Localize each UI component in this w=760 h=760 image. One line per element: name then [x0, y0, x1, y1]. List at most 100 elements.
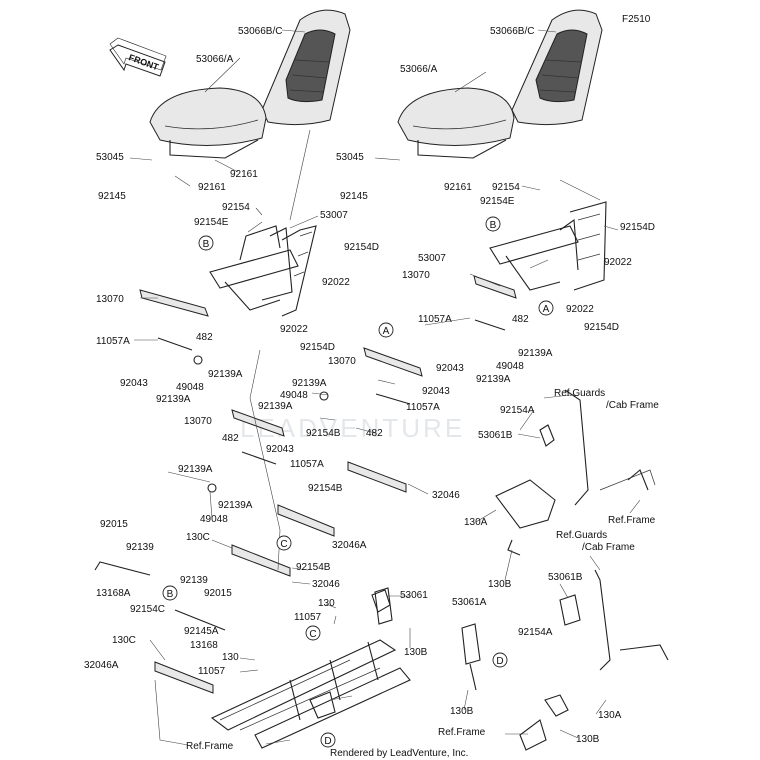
right-seat-back	[511, 9, 603, 126]
left-seat-back	[261, 9, 351, 126]
callout-c6: B	[162, 585, 178, 601]
part-label: 49048	[176, 382, 204, 393]
part-label: 130B	[450, 706, 474, 717]
part-label: 92161	[230, 169, 258, 180]
svg-text:B: B	[167, 589, 174, 600]
part-label: 130C	[112, 635, 136, 646]
part-label: 92139A	[156, 394, 191, 405]
callout-c4: A	[378, 322, 394, 338]
part-label: 11057A	[406, 402, 440, 413]
part-label: 53007	[418, 253, 446, 264]
left-seat-frame	[209, 225, 317, 317]
base-frame	[210, 589, 411, 749]
stay-bars	[94, 561, 226, 631]
right-slide-rail	[347, 275, 517, 493]
part-label: Ref.Frame	[438, 727, 486, 738]
part-label: 53007	[320, 210, 348, 221]
callout-c7: C	[305, 625, 321, 641]
part-label: 13070	[328, 356, 356, 367]
part-label: 53045	[336, 152, 364, 163]
part-label: 53061B	[548, 572, 583, 583]
part-label: 11057A	[418, 314, 452, 325]
part-label: 13070	[184, 416, 212, 427]
callout-c8: D	[492, 652, 508, 668]
part-label: 92043	[120, 378, 148, 389]
part-label: 92154D	[584, 322, 619, 333]
part-label: 92022	[604, 257, 632, 268]
callout-c1: B	[198, 235, 214, 251]
part-label: 92154B	[306, 428, 341, 439]
part-label: 92145	[98, 191, 126, 202]
callout-c9: D	[320, 732, 336, 748]
leader-lines	[129, 29, 641, 746]
left-lower-hardware	[157, 337, 277, 493]
buckle-53061	[374, 587, 393, 625]
part-label: 53061B	[478, 430, 513, 441]
part-label: 13168	[190, 640, 218, 651]
part-label: 130A	[598, 710, 622, 721]
right-seat-frame	[489, 201, 607, 291]
part-label: 11057	[198, 666, 226, 677]
part-label: 130	[222, 652, 239, 663]
left-seat-cushion	[149, 87, 267, 159]
callout-c2: B	[485, 216, 501, 232]
part-label: 32046A	[332, 540, 367, 551]
buckle-53061A	[461, 623, 481, 691]
part-label: 92154A	[518, 627, 553, 638]
part-label: 92154D	[300, 342, 335, 353]
part-label: 92139A	[476, 374, 511, 385]
part-label: 92022	[566, 304, 594, 315]
part-label: Ref.Guards	[554, 388, 605, 399]
part-label: 13168A	[96, 588, 131, 599]
part-label: 11057	[294, 612, 322, 623]
part-label: 53045	[96, 152, 124, 163]
part-label: 92154	[222, 202, 250, 213]
part-label: 92139	[126, 542, 154, 553]
right-seat-cushion	[397, 87, 515, 159]
part-label: 92154D	[344, 242, 379, 253]
part-label: 11057A	[290, 459, 324, 470]
part-label: 92154E	[194, 217, 229, 228]
part-label: 92154E	[480, 196, 515, 207]
seat-belt-lower	[519, 569, 669, 751]
part-label: Ref.Frame	[186, 741, 234, 752]
part-label: 49048	[280, 390, 308, 401]
svg-text:B: B	[490, 220, 497, 231]
part-label: 92154A	[500, 405, 535, 416]
part-label: 53066/A	[196, 54, 234, 65]
part-label: 92022	[322, 277, 350, 288]
figure-code: F2510	[622, 14, 651, 25]
part-label: 32046	[312, 579, 340, 590]
part-label: 482	[366, 428, 383, 439]
part-label: 92043	[266, 444, 294, 455]
part-label: 130B	[576, 734, 600, 745]
part-label: 482	[512, 314, 529, 325]
part-label: 53066B/C	[490, 26, 534, 37]
part-label: 53066B/C	[238, 26, 282, 37]
part-label: 53061	[400, 590, 428, 601]
part-label: 13070	[402, 270, 430, 281]
svg-text:D: D	[496, 656, 503, 667]
part-label: 92161	[444, 182, 472, 193]
part-label: 92015	[204, 588, 232, 599]
right-lower-hardware	[319, 319, 506, 405]
part-label: 482	[222, 433, 239, 444]
svg-text:D: D	[324, 736, 331, 747]
part-label: Ref.Guards	[556, 530, 607, 541]
part-label: 130	[318, 598, 335, 609]
part-label: 130C	[186, 532, 210, 543]
part-label: 92139A	[292, 378, 327, 389]
svg-text:C: C	[309, 629, 316, 640]
part-label: 92139A	[258, 401, 293, 412]
part-label: Ref.Frame	[608, 515, 656, 526]
part-label: 92145	[340, 191, 368, 202]
svg-text:C: C	[280, 539, 287, 550]
part-label: 92161	[198, 182, 226, 193]
part-label: /Cab Frame	[582, 542, 635, 553]
part-labels: 53066B/C 53066/A 53045 92145 92161 92161…	[84, 26, 659, 752]
part-label: 92139A	[178, 464, 213, 475]
part-label: 32046	[432, 490, 460, 501]
part-label: 92145A	[184, 626, 219, 637]
part-label: 92015	[100, 519, 128, 530]
